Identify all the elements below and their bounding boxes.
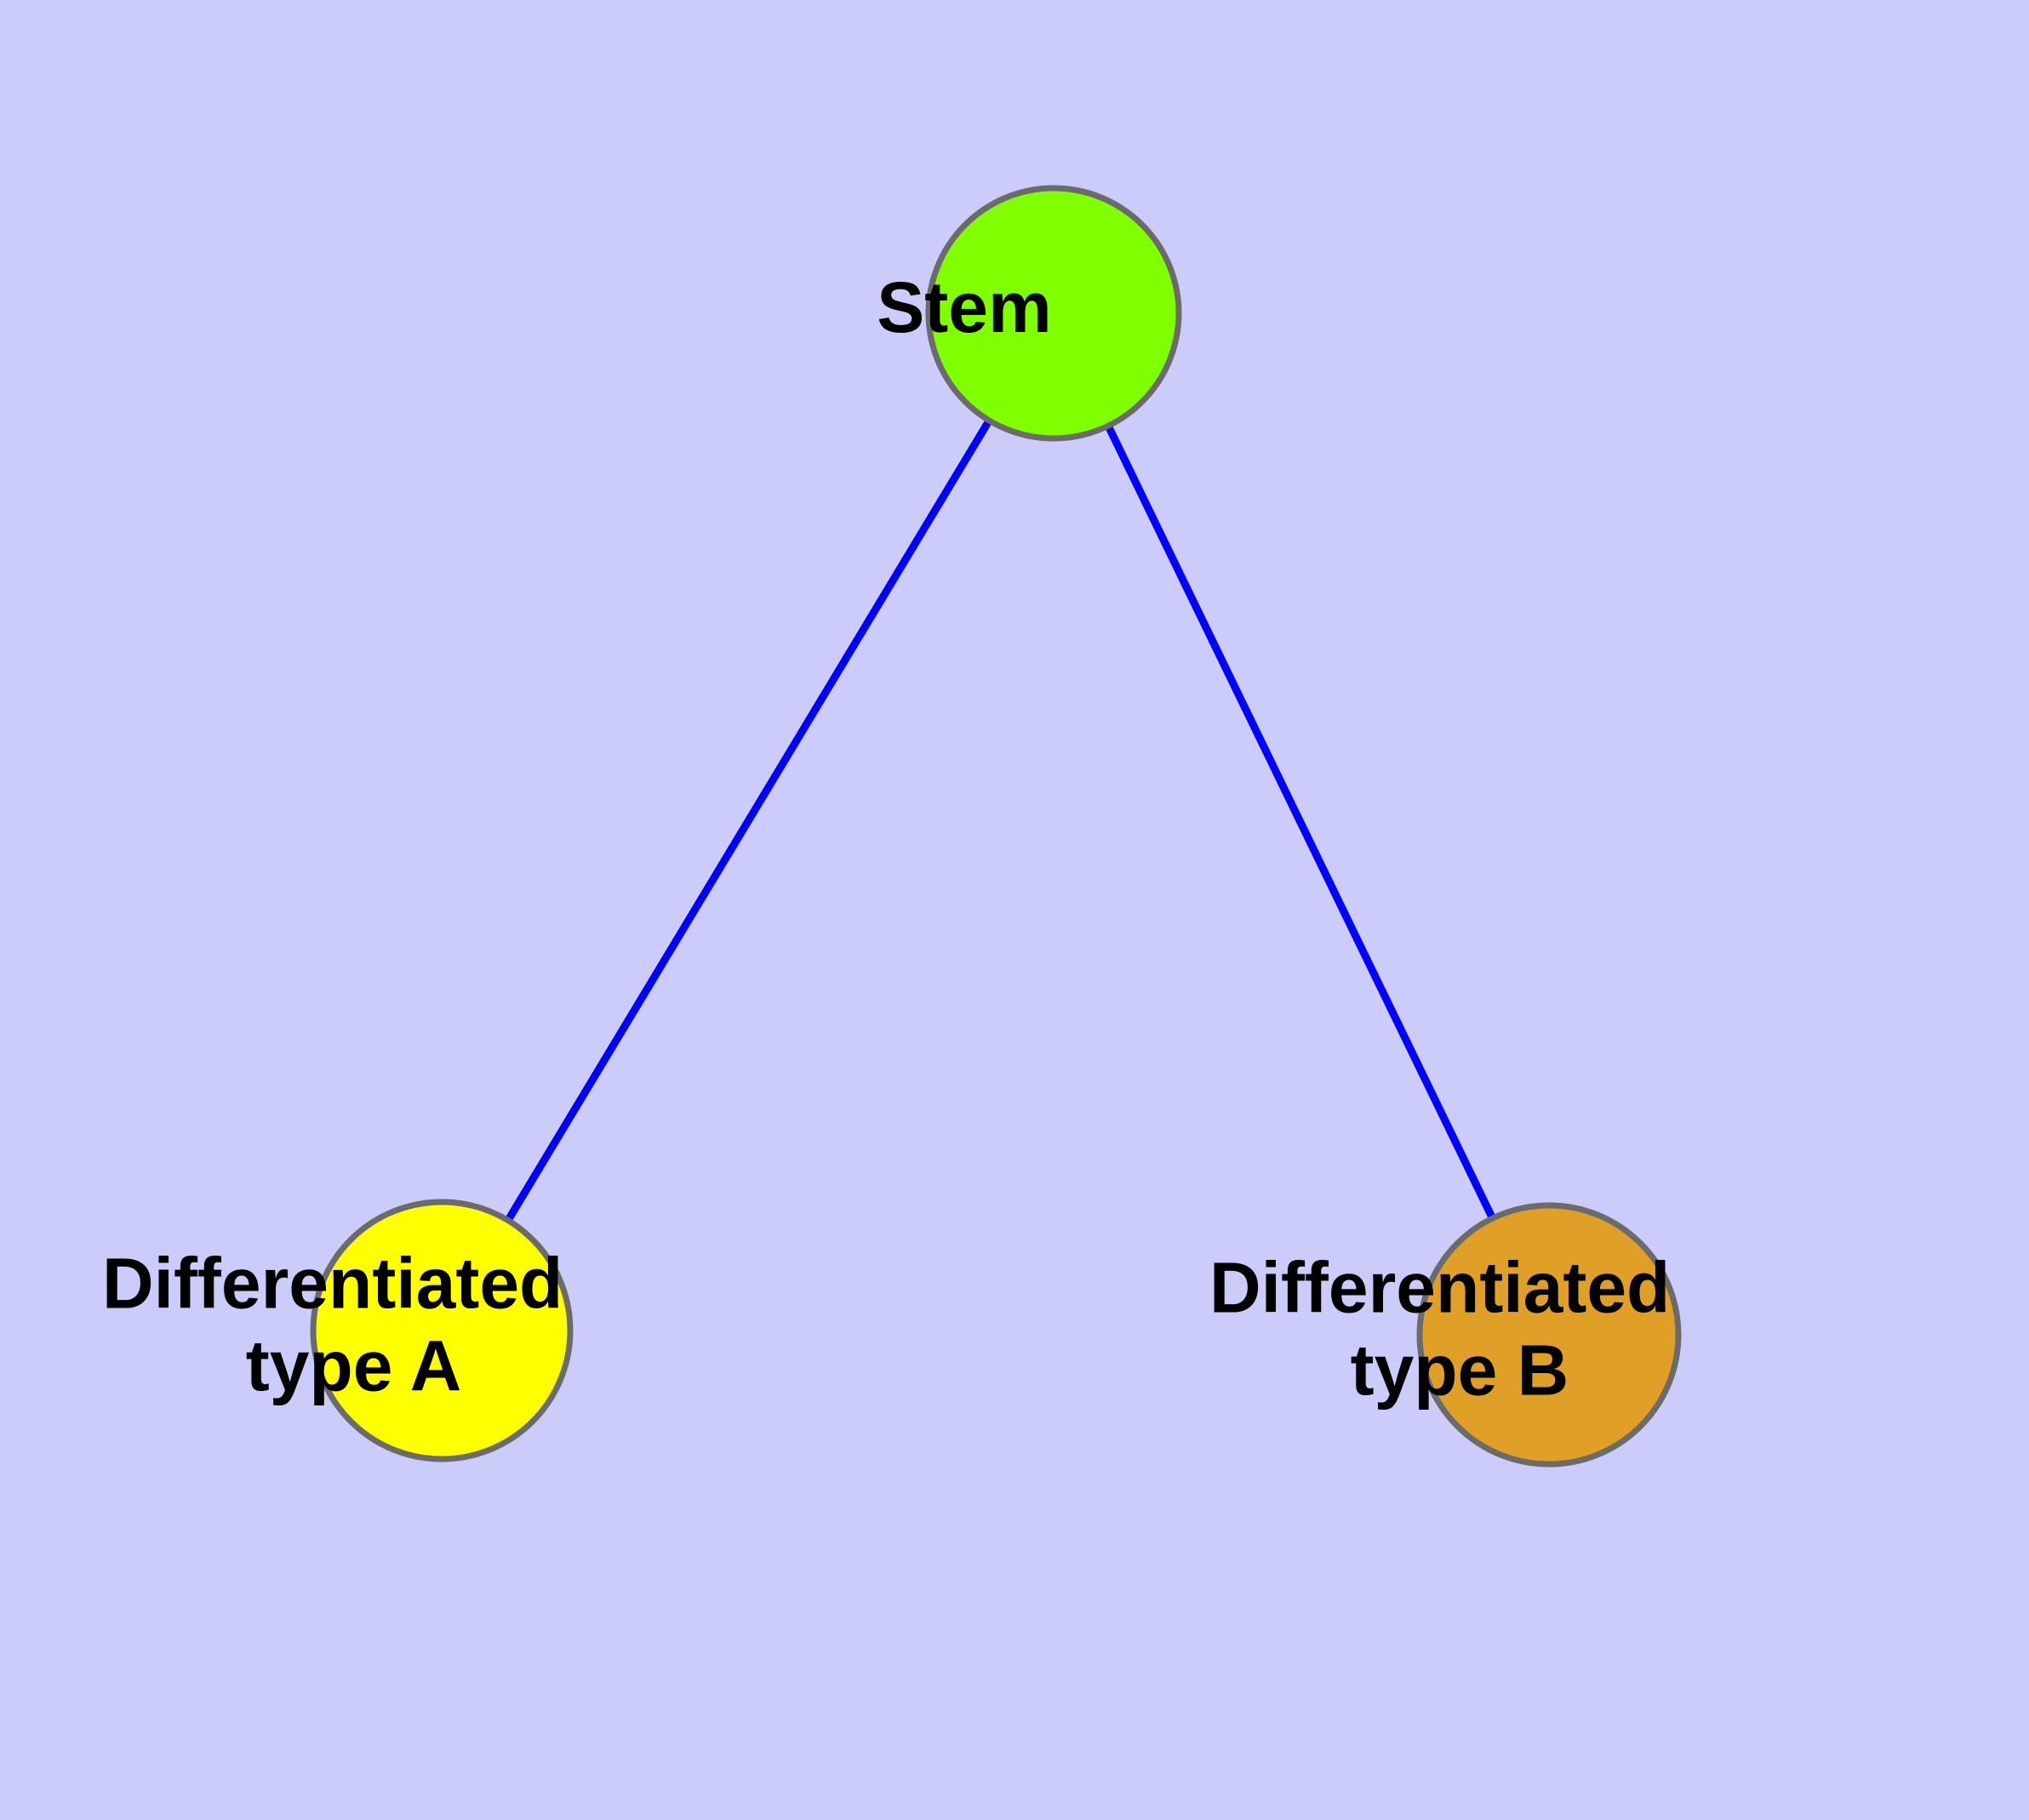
node-diff-a-label: Differentiated type A: [0, 0, 781, 1406]
node-diff-b-label-line2: type B: [1351, 1331, 1569, 1411]
node-diff-a-label-line1: Differentiated: [102, 1244, 563, 1324]
node-diff-b-circle[interactable]: [1416, 1202, 1682, 1468]
node-stem-circle[interactable]: [925, 185, 1182, 442]
node-stem-label: Stem: [0, 0, 1231, 347]
node-diff-b-label-line1: Differentiated: [1209, 1248, 1670, 1328]
node-stem[interactable]: Stem: [0, 0, 1231, 442]
edge-stem-to-diff-a[interactable]: [502, 415, 995, 1226]
edge-stem-to-diff-b[interactable]: [1103, 421, 1498, 1223]
node-diff-a[interactable]: Differentiated type A: [0, 0, 781, 1462]
node-stem-label-line1: Stem: [877, 267, 1051, 347]
node-layer: Stem Differentiated type A Differentiate…: [0, 0, 1889, 1468]
edge-layer: [502, 415, 1498, 1226]
node-diff-a-label-line2: type A: [246, 1326, 460, 1406]
node-diff-a-circle[interactable]: [310, 1199, 574, 1462]
node-diff-b[interactable]: Differentiated type B: [0, 0, 1889, 1468]
node-diff-b-label: Differentiated type B: [1209, 1248, 1670, 1411]
